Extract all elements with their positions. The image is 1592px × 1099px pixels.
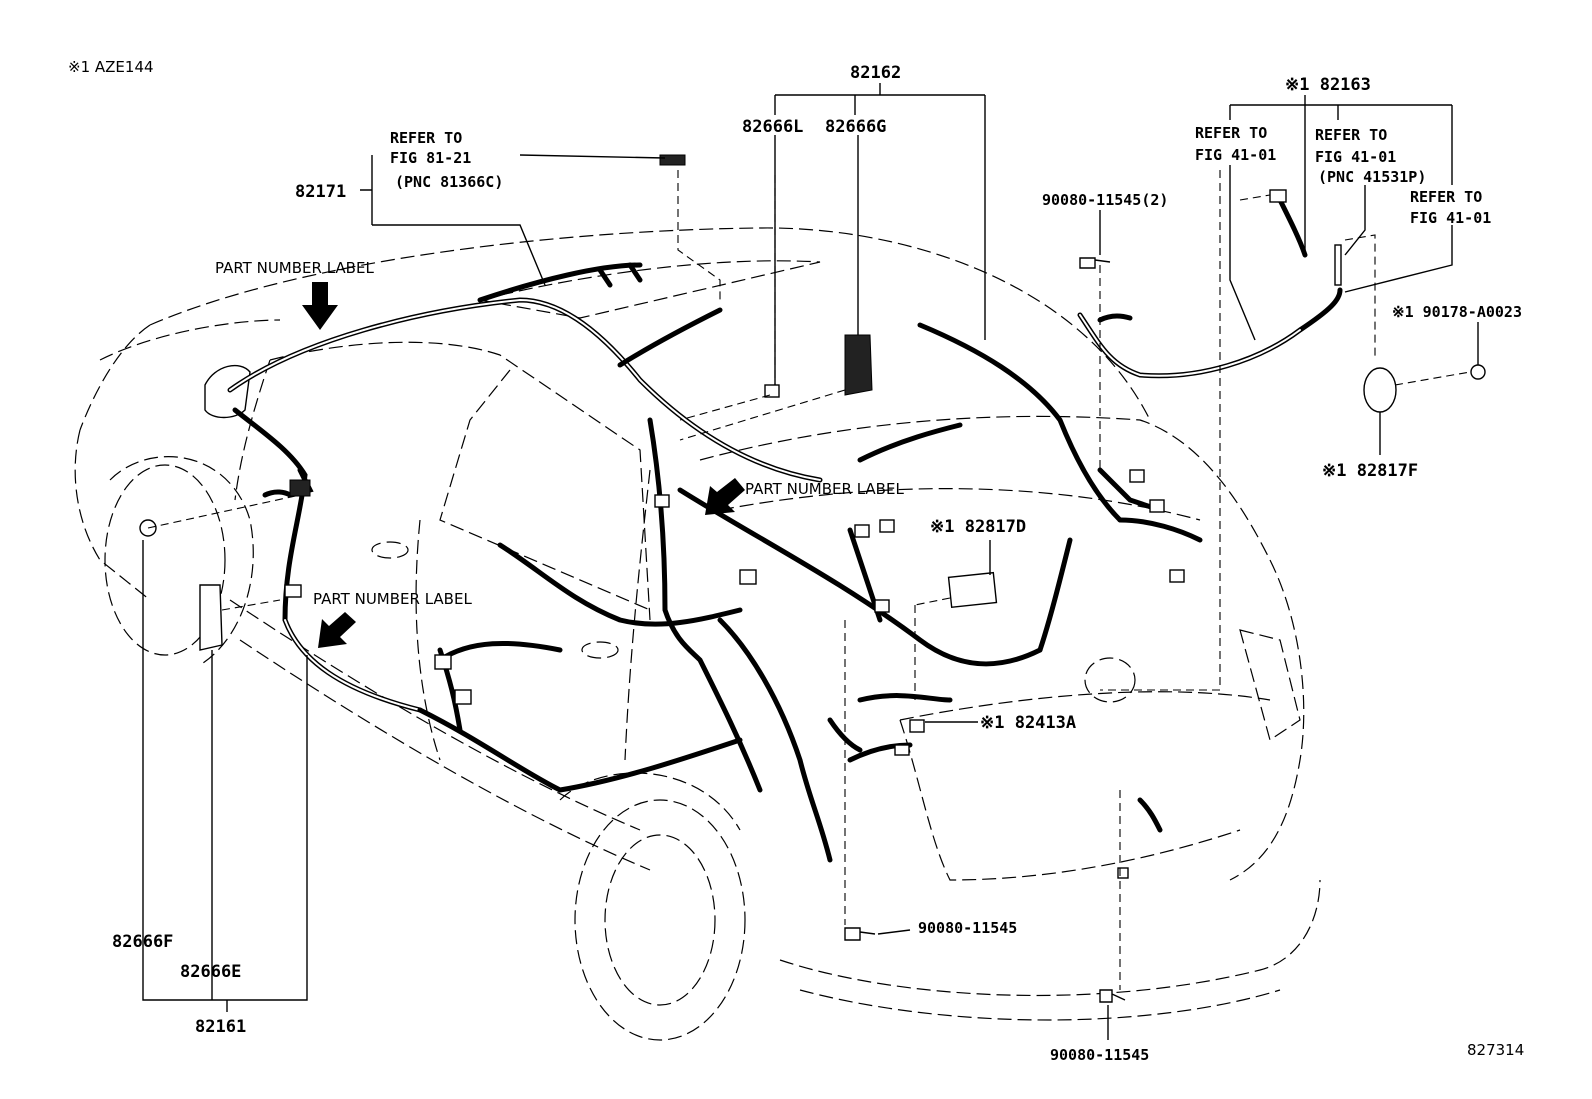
- clip-82666L-part: [764, 384, 780, 398]
- bolt-90080-11545-mid: [844, 927, 876, 941]
- callout-90080-11545-mid: 90080-11545: [918, 919, 1017, 937]
- antenna-connector-part: [1269, 189, 1287, 203]
- callout-82666G: 82666G: [825, 117, 886, 137]
- arrows: [302, 282, 745, 648]
- refer-41-01-b-line3: (PNC 41531P): [1318, 168, 1426, 186]
- refer-81-21-line1: REFER TO: [390, 129, 462, 147]
- connector-tailgate-b: [894, 744, 910, 756]
- callout-82413A: ※1 82413A: [980, 713, 1076, 733]
- callout-82162: 82162: [850, 63, 901, 83]
- refer-81-21-line3: (PNC 81366C): [395, 173, 503, 191]
- clip-82666E-part: [199, 584, 223, 651]
- antenna-rod-part: [1334, 244, 1342, 286]
- connector-left-front: [289, 479, 311, 497]
- refer-41-01-a-line1: REFER TO: [1195, 124, 1267, 142]
- bolt-90080-11545-2: [1079, 257, 1111, 269]
- refer-41-01-a-line2: FIG 41-01: [1195, 146, 1276, 164]
- callout-82161: 82161: [195, 1017, 246, 1037]
- callout-82171: 82171: [295, 182, 346, 202]
- callout-90080-11545-2: 90080-11545(2): [1042, 191, 1168, 209]
- bracket-82666G-part: [844, 334, 873, 396]
- connector-left-pillar: [284, 584, 302, 598]
- arrow-part-number-label-top: [302, 282, 338, 330]
- leader-lines: [142, 83, 1479, 1040]
- connector-center-floor: [739, 569, 757, 585]
- connector-rear-roof-c: [874, 599, 890, 613]
- callout-82163: ※1 82163: [1285, 75, 1371, 95]
- connector-hatch-a: [1129, 469, 1145, 483]
- callout-82666F: 82666F: [112, 932, 173, 952]
- nut-90178-A0023: [1470, 364, 1486, 380]
- callout-82817F: ※1 82817F: [1322, 461, 1418, 481]
- label-82817D-part: [947, 571, 998, 608]
- labels: ※1 AZE144 82162 82666L 82666G REFER TO F…: [68, 58, 1524, 1064]
- bolt-90080-11545-bot: [1099, 989, 1126, 1003]
- refer-41-01-b-line2: FIG 41-01: [1315, 148, 1396, 166]
- callout-82666L: 82666L: [742, 117, 803, 137]
- connector-center-pillar: [654, 494, 670, 508]
- arrow-part-number-label-mid: [705, 478, 745, 515]
- roof-clip-part: [659, 154, 686, 166]
- connector-floor-mid: [454, 689, 472, 705]
- connector-rear-roof-a: [854, 524, 870, 538]
- antenna-pad-82817F: [1363, 367, 1397, 413]
- connector-hatch-c: [1169, 569, 1185, 583]
- connector-rear-roof-b: [879, 519, 895, 533]
- part-number-label-mid: PART NUMBER LABEL: [745, 480, 904, 498]
- parts: [139, 154, 1486, 1003]
- connector-floor-left: [434, 654, 452, 670]
- callout-90080-11545-bot: 90080-11545: [1050, 1046, 1149, 1064]
- callout-82666E: 82666E: [180, 962, 241, 982]
- connector-hatch-b: [1149, 499, 1165, 513]
- figure-number: 827314: [1467, 1041, 1524, 1059]
- callout-82817D: ※1 82817D: [930, 517, 1026, 537]
- arrow-part-number-label-left: [318, 612, 356, 648]
- connector-82413A: [909, 719, 925, 733]
- vehicle-body-outline: [74, 227, 1321, 1041]
- refer-81-21-line2: FIG 81-21: [390, 149, 471, 167]
- refer-41-01-c-line1: REFER TO: [1410, 188, 1482, 206]
- part-number-label-top: PART NUMBER LABEL: [215, 259, 374, 277]
- header-note: ※1 AZE144: [68, 58, 154, 76]
- clip-rear-bumper: [1117, 867, 1129, 879]
- part-number-label-left: PART NUMBER LABEL: [313, 590, 472, 608]
- callout-90178-A0023: ※1 90178-A0023: [1392, 303, 1522, 321]
- refer-41-01-c-line2: FIG 41-01: [1410, 209, 1491, 227]
- reference-lines: [147, 170, 1471, 990]
- refer-41-01-b-line1: REFER TO: [1315, 126, 1387, 144]
- wire-harnesses: [227, 197, 1343, 863]
